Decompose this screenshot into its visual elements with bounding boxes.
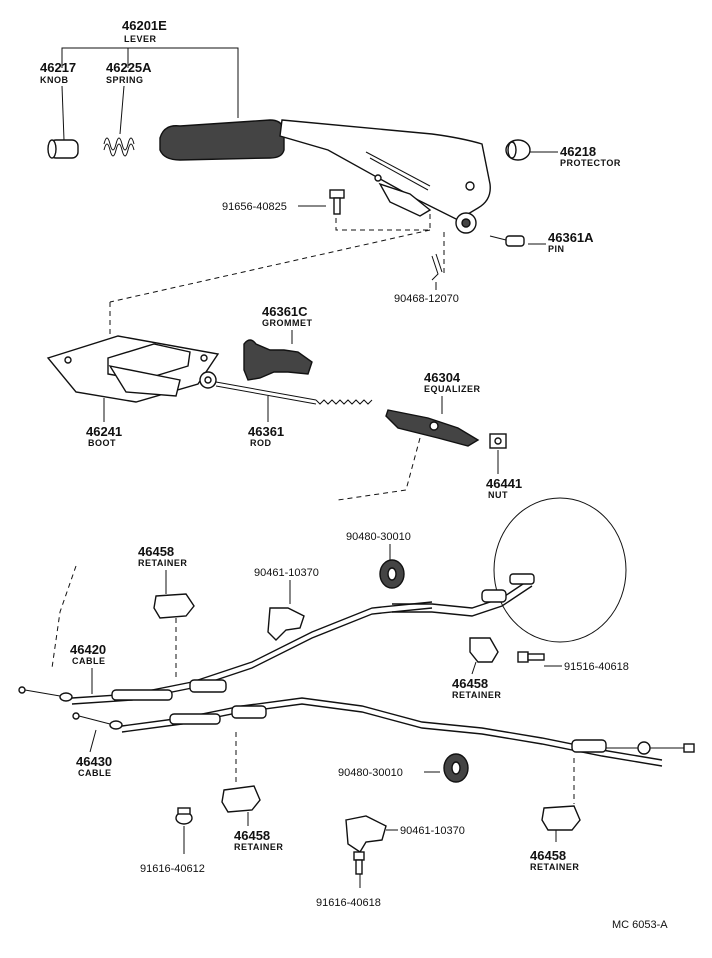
protector-number: 46218 <box>560 144 596 159</box>
retainer-right-name: RETAINER <box>530 862 579 872</box>
nut-part <box>489 433 507 449</box>
rod-part <box>199 371 373 405</box>
spring-number: 46225A <box>106 60 152 75</box>
floor-outline <box>493 497 627 643</box>
bolt-bottom-number: 91616-40618 <box>316 897 381 909</box>
spring-name: SPRING <box>106 75 144 85</box>
knob-name: KNOB <box>40 75 69 85</box>
bolt-mid-number: 91516-40618 <box>564 661 629 673</box>
bolt-lever-number: 91656-40825 <box>222 201 287 213</box>
cable-1-part <box>18 573 535 705</box>
bolt-low-part <box>175 807 193 825</box>
pin-name: PIN <box>548 244 565 254</box>
protector-part <box>505 139 531 161</box>
retainer-right-part <box>541 805 581 831</box>
retainer-mid-part <box>469 637 499 663</box>
grommet-bottom-part <box>443 753 469 783</box>
retainer-low-name: RETAINER <box>234 842 283 852</box>
grommet-top-number: 90480-30010 <box>346 531 411 543</box>
knob-number: 46217 <box>40 60 76 75</box>
lever-part <box>159 119 491 234</box>
clamp-bottom-part <box>345 815 387 853</box>
pin-number: 46361A <box>548 230 594 245</box>
lever-number: 46201E <box>122 18 167 33</box>
cable-2-name: CABLE <box>78 768 112 778</box>
clamp-bottom-number: 90461-10370 <box>400 825 465 837</box>
protector-name: PROTECTOR <box>560 158 621 168</box>
retainer-top-number: 46458 <box>138 544 174 559</box>
knob-part <box>47 139 79 159</box>
boot-name: BOOT <box>88 438 116 448</box>
cable-2-number: 46430 <box>76 754 112 769</box>
retainer-mid-name: RETAINER <box>452 690 501 700</box>
retainer-top-name: RETAINER <box>138 558 187 568</box>
grommet-bottom-number: 90480-30010 <box>338 767 403 779</box>
nut-name: NUT <box>488 490 508 500</box>
bolt-lever-part <box>329 189 345 215</box>
clip-part <box>431 253 443 281</box>
lever-name: LEVER <box>124 34 157 44</box>
cable-1-number: 46420 <box>70 642 106 657</box>
retainer-top-part <box>153 593 195 619</box>
clamp-top-number: 90461-10370 <box>254 567 319 579</box>
bolt-mid-part <box>517 651 545 663</box>
clamp-top-part <box>267 607 305 641</box>
rod-name: ROD <box>250 438 272 448</box>
pin-part <box>489 235 525 247</box>
retainer-mid-number: 46458 <box>452 676 488 691</box>
retainer-low-number: 46458 <box>234 828 270 843</box>
grommet-part <box>243 339 313 381</box>
retainer-right-number: 46458 <box>530 848 566 863</box>
retainer-low-part <box>221 785 261 813</box>
bolt-low-number: 91616-40612 <box>140 863 205 875</box>
cable-1-name: CABLE <box>72 656 106 666</box>
clip-number: 90468-12070 <box>394 293 459 305</box>
boot-number: 46241 <box>86 424 122 439</box>
grommet-number: 46361C <box>262 304 308 319</box>
bolt-bottom-part <box>353 851 365 875</box>
lever-group-bracket <box>61 47 239 118</box>
boot-part <box>46 335 220 403</box>
spring-part <box>103 137 135 157</box>
grommet-name: GROMMET <box>262 318 313 328</box>
equalizer-name: EQUALIZER <box>424 384 481 394</box>
diagram-code: MC 6053-A <box>612 919 668 931</box>
equalizer-number: 46304 <box>424 370 461 385</box>
rod-number: 46361 <box>248 424 284 439</box>
cable-2-part <box>72 697 695 767</box>
equalizer-part <box>385 409 480 447</box>
grommet-top-part <box>379 559 405 589</box>
nut-number: 46441 <box>486 476 522 491</box>
